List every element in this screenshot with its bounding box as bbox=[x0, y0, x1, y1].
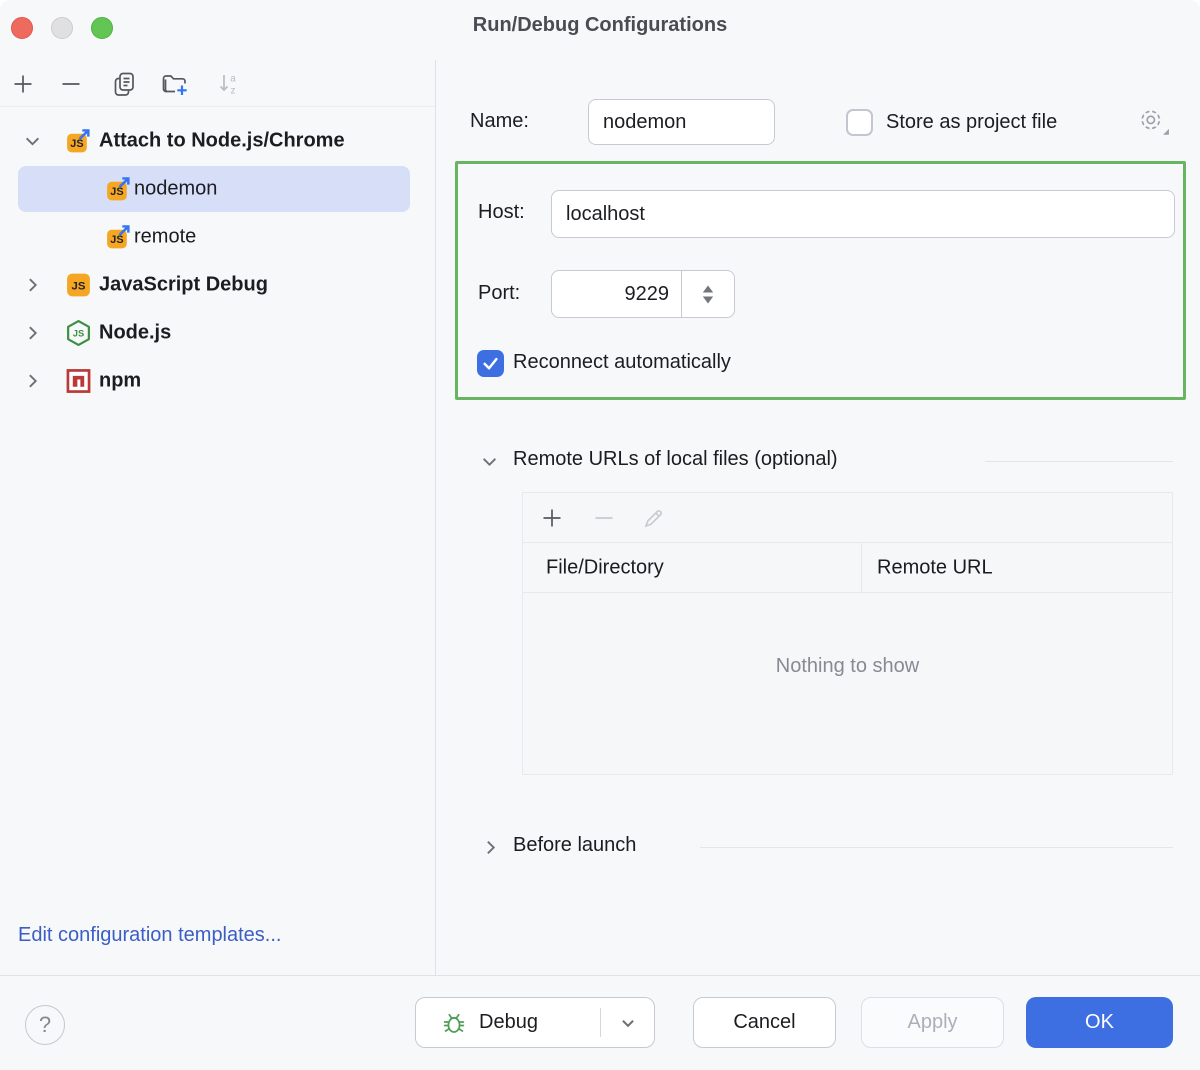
cancel-button-label: Cancel bbox=[733, 1011, 796, 1033]
port-stepper bbox=[551, 270, 735, 318]
zoom-window-button[interactable] bbox=[91, 17, 113, 39]
remote-urls-section-title[interactable]: Remote URLs of local files (optional) bbox=[513, 448, 838, 470]
tree-item-label: Attach to Node.js/Chrome bbox=[99, 129, 345, 152]
tree-item-attach-to-nodejs-chrome[interactable]: JS Attach to Node.js/Chrome bbox=[0, 117, 435, 165]
store-as-project-file-checkbox[interactable] bbox=[846, 109, 873, 136]
port-spinner bbox=[681, 271, 734, 317]
remove-icon[interactable] bbox=[591, 505, 617, 531]
js-attach-icon: JS bbox=[104, 175, 133, 204]
new-folder-icon[interactable] bbox=[162, 70, 190, 98]
nodejs-icon: JS bbox=[64, 319, 93, 348]
svg-text:JS: JS bbox=[110, 186, 123, 198]
debug-split-button[interactable]: Debug bbox=[415, 997, 655, 1048]
tree-item-nodemon[interactable]: JS nodemon bbox=[0, 165, 435, 213]
edit-icon[interactable] bbox=[641, 505, 667, 531]
ok-button[interactable]: OK bbox=[1026, 997, 1173, 1048]
tree-item-label: npm bbox=[99, 369, 142, 392]
tree-item-nodejs[interactable]: JS Node.js bbox=[0, 309, 435, 357]
chevron-down-icon[interactable] bbox=[24, 133, 41, 150]
svg-text:JS: JS bbox=[73, 329, 84, 339]
svg-text:JS: JS bbox=[70, 138, 83, 150]
connection-settings-group bbox=[455, 161, 1186, 400]
dialog-title: Run/Debug Configurations bbox=[472, 14, 728, 36]
column-divider bbox=[861, 543, 862, 593]
javascript-icon: JS bbox=[64, 271, 93, 300]
debug-bug-icon bbox=[441, 1010, 467, 1036]
chevron-down-icon bbox=[621, 1019, 634, 1027]
chevron-right-icon[interactable] bbox=[24, 277, 41, 294]
remote-urls-table: File/Directory Remote URL Nothing to sho… bbox=[522, 492, 1173, 775]
column-header-file-directory: File/Directory bbox=[546, 556, 664, 578]
tree-item-npm[interactable]: npm bbox=[0, 357, 435, 405]
checkmark-icon bbox=[483, 357, 498, 370]
sort-alphabetically-icon[interactable]: a z bbox=[216, 70, 244, 98]
reconnect-automatically-label: Reconnect automatically bbox=[513, 351, 731, 373]
svg-text:a: a bbox=[230, 74, 236, 85]
tree-item-javascript-debug[interactable]: JS JavaScript Debug bbox=[0, 261, 435, 309]
spinner-up-icon[interactable] bbox=[702, 285, 714, 293]
chevron-right-icon[interactable] bbox=[24, 325, 41, 342]
remote-urls-toolbar bbox=[523, 493, 1172, 543]
remote-urls-table-header: File/Directory Remote URL bbox=[523, 543, 1172, 593]
cancel-button[interactable]: Cancel bbox=[693, 997, 836, 1048]
edit-configuration-templates-link[interactable]: Edit configuration templates... bbox=[18, 924, 282, 946]
footer-divider bbox=[0, 975, 1200, 976]
settings-gear-icon[interactable] bbox=[1138, 107, 1170, 137]
section-rule bbox=[700, 847, 1173, 848]
host-label: Host: bbox=[478, 201, 525, 223]
host-input[interactable] bbox=[551, 190, 1175, 238]
add-icon[interactable] bbox=[9, 70, 37, 98]
section-rule bbox=[985, 461, 1173, 462]
empty-table-text: Nothing to show bbox=[775, 655, 920, 677]
npm-icon bbox=[64, 367, 93, 396]
ok-button-label: OK bbox=[1085, 1011, 1114, 1033]
remove-icon[interactable] bbox=[57, 70, 85, 98]
split-button-divider bbox=[600, 1008, 601, 1037]
help-button[interactable]: ? bbox=[25, 1005, 65, 1045]
debug-dropdown-button[interactable] bbox=[601, 998, 654, 1047]
debug-button-main[interactable]: Debug bbox=[416, 998, 600, 1047]
name-label: Name: bbox=[470, 110, 529, 132]
chevron-right-icon[interactable] bbox=[24, 373, 41, 390]
copy-icon[interactable] bbox=[110, 70, 138, 98]
minimize-window-button[interactable] bbox=[51, 17, 73, 39]
store-as-project-file-label: Store as project file bbox=[886, 111, 1058, 133]
tree-item-remote[interactable]: JS remote bbox=[0, 213, 435, 261]
chevron-down-icon[interactable] bbox=[481, 453, 498, 470]
apply-button[interactable]: Apply bbox=[861, 997, 1004, 1048]
tree-item-label: JavaScript Debug bbox=[99, 273, 268, 296]
reconnect-automatically-checkbox[interactable] bbox=[477, 350, 504, 377]
port-input[interactable] bbox=[552, 271, 681, 317]
svg-text:JS: JS bbox=[72, 281, 86, 293]
configurations-toolbar: a z bbox=[0, 60, 435, 107]
spinner-down-icon[interactable] bbox=[702, 296, 714, 304]
before-launch-section-title[interactable]: Before launch bbox=[513, 834, 637, 856]
panel-divider bbox=[435, 60, 436, 975]
chevron-right-icon[interactable] bbox=[482, 839, 499, 856]
column-header-remote-url: Remote URL bbox=[877, 556, 993, 578]
apply-button-label: Apply bbox=[907, 1011, 958, 1033]
tree-item-label: remote bbox=[134, 225, 197, 248]
remote-urls-table-body: Nothing to show bbox=[523, 593, 1172, 774]
close-window-button[interactable] bbox=[11, 17, 33, 39]
help-label: ? bbox=[38, 1012, 52, 1037]
js-attach-icon: JS bbox=[64, 127, 93, 156]
add-icon[interactable] bbox=[539, 505, 565, 531]
debug-button-label: Debug bbox=[479, 1011, 538, 1033]
port-label: Port: bbox=[478, 282, 521, 304]
svg-text:z: z bbox=[231, 86, 236, 97]
svg-text:JS: JS bbox=[110, 234, 123, 246]
tree-item-label: Node.js bbox=[99, 321, 172, 344]
js-attach-icon: JS bbox=[104, 223, 133, 252]
tree-item-label: nodemon bbox=[134, 177, 218, 200]
name-input[interactable] bbox=[588, 99, 775, 145]
tree-selection-highlight bbox=[18, 166, 410, 212]
